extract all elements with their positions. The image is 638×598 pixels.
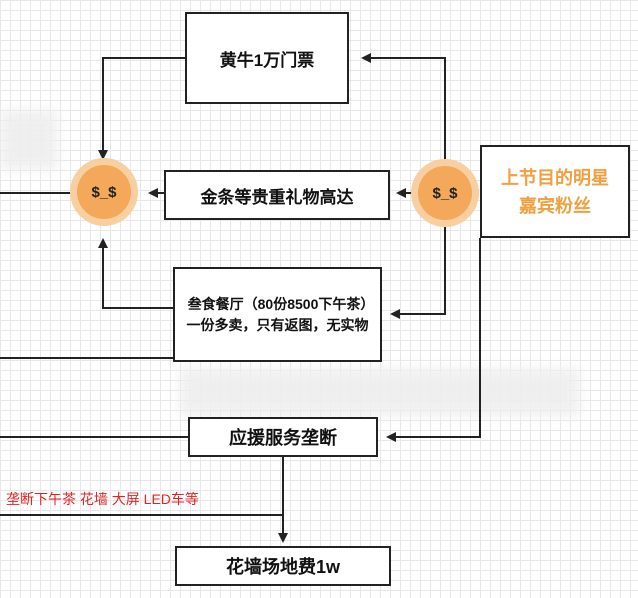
arrow-right-coin-to-meal <box>390 227 446 319</box>
node-service-label: 应援服务垄断 <box>229 428 337 448</box>
node-star-label: 上节目的明星嘉宾粉丝 <box>501 167 609 216</box>
node-flowerwall: 花墙场地费1w <box>175 546 391 586</box>
blurred-region-middle <box>180 368 580 416</box>
coin-left: $_$ <box>70 158 138 226</box>
coin-right-label: $_$ <box>432 184 458 202</box>
node-ticket-label: 黄牛1万门票 <box>219 50 315 70</box>
node-meal: 叁食餐厅（80份8500下午茶）一份多卖，只有返图，无实物 <box>173 267 382 362</box>
arrow-meal-to-left-coin <box>98 238 173 309</box>
node-gold-label: 金条等贵重礼物高达 <box>200 187 354 207</box>
money-icon: $_$ <box>418 166 472 220</box>
money-icon: $_$ <box>77 165 131 219</box>
node-gold: 金条等贵重礼物高达 <box>164 170 390 220</box>
node-ticket: 黄牛1万门票 <box>185 12 349 104</box>
node-flowerwall-label: 花墙场地费1w <box>225 557 340 577</box>
edge-note: 垄断下午茶 花墙 大屏 LED车等 <box>6 491 199 507</box>
node-meal-label: 叁食餐厅（80份8500下午茶）一份多卖，只有返图，无实物 <box>186 295 369 333</box>
node-star: 上节目的明星嘉宾粉丝 <box>480 145 630 238</box>
arrow-star-to-service <box>386 238 481 442</box>
node-service: 应援服务垄断 <box>188 417 378 457</box>
arrow-right-coin-to-ticket <box>361 53 446 160</box>
coin-right: $_$ <box>411 159 479 227</box>
arrow-ticket-to-left-coin <box>98 57 185 160</box>
blurred-region-left <box>0 110 58 170</box>
coin-left-label: $_$ <box>91 183 117 201</box>
